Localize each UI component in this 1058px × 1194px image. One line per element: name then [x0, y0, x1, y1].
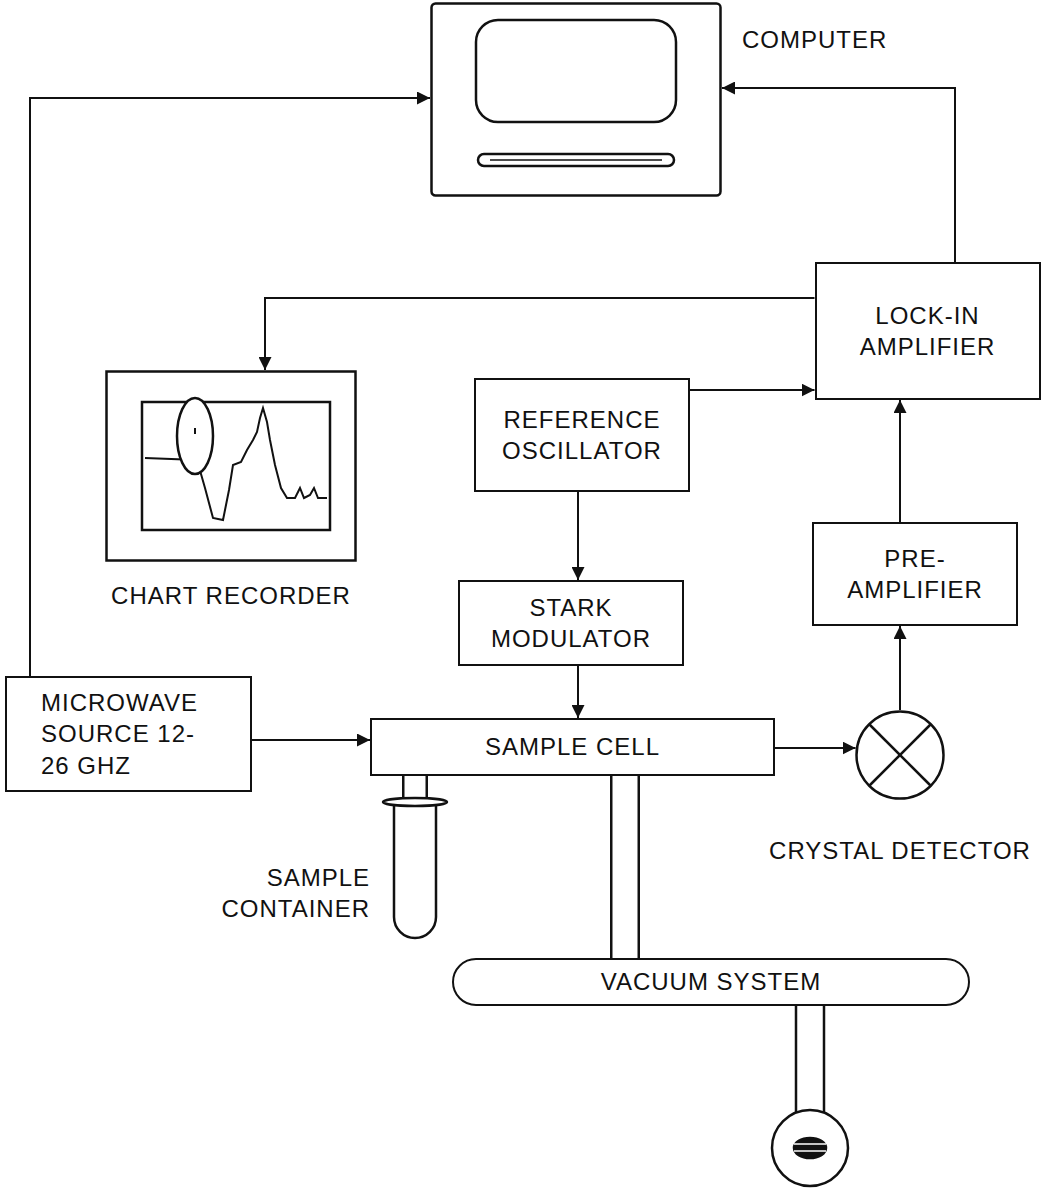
recorder-paper	[142, 402, 330, 530]
box-label: STARK MODULATOR	[471, 592, 671, 654]
recorder-outline	[105, 370, 357, 562]
detector-circle	[857, 712, 944, 799]
node-label: CHART RECORDER	[83, 580, 379, 611]
pipe-bore	[405, 776, 426, 800]
disk-slot-line	[490, 159, 662, 161]
process-box: REFERENCE OSCILLATOR	[474, 378, 690, 492]
recorder-node: CHART RECORDER	[105, 370, 357, 562]
pump-pipe	[795, 1004, 798, 1112]
monitor-node: COMPUTER	[430, 2, 722, 197]
box-label: SAMPLE CELL	[485, 731, 660, 762]
signal-arrow	[578, 492, 579, 580]
connector-line	[899, 626, 901, 710]
node-label: COMPUTER	[742, 24, 942, 55]
vacuum-pump	[772, 1004, 848, 1186]
band-node: VACUUM SYSTEM	[452, 958, 970, 1006]
signal-arrow	[578, 666, 579, 718]
circle-outline	[855, 710, 945, 800]
box-label: PRE- AMPLIFIER	[825, 543, 1005, 605]
connector-line	[30, 98, 430, 676]
signal-arrow	[265, 298, 815, 370]
pump-body	[772, 1110, 848, 1186]
test-tube	[394, 800, 436, 938]
detector-cross	[869, 724, 931, 786]
tube-outline	[390, 800, 440, 938]
pump-rotor-line	[794, 1150, 826, 1152]
signal-arrow	[775, 748, 856, 749]
connector-line	[690, 389, 815, 391]
pipe-connection	[625, 776, 626, 958]
pen-tip	[194, 428, 196, 434]
pipe-connection	[415, 776, 416, 800]
node-label: CRYSTAL DETECTOR	[750, 835, 1050, 866]
box-label: MICROWAVE SOURCE 12-26 GHZ	[41, 687, 216, 781]
process-box: PRE- AMPLIFIER	[812, 522, 1018, 626]
signal-arrow	[30, 98, 430, 676]
process-box: SAMPLE CELL	[370, 718, 775, 776]
signal-arrow	[252, 740, 370, 741]
signal-arrow	[690, 390, 815, 391]
tube-node: SAMPLE CONTAINER	[390, 800, 440, 938]
signal-arrow	[722, 88, 955, 262]
monitor-case	[432, 4, 721, 196]
connector-line	[252, 739, 370, 741]
tube-flange	[383, 798, 447, 806]
node-label: SAMPLE CONTAINER	[160, 862, 370, 924]
process-box: STARK MODULATOR	[458, 580, 684, 666]
pipe-wall	[402, 776, 428, 800]
pump-rotor	[794, 1138, 826, 1158]
monitor-outline	[430, 2, 722, 197]
circle-node: CRYSTAL DETECTOR	[855, 710, 945, 800]
connector-line	[899, 400, 901, 522]
pump-pipe	[823, 1004, 826, 1112]
pipe-bore	[613, 776, 638, 958]
monitor-screen	[476, 20, 676, 122]
connector-line	[414, 776, 416, 800]
signal-arrow	[900, 626, 901, 710]
connector-line	[577, 492, 579, 580]
pump-rotor-line	[794, 1143, 826, 1145]
detector-cross	[869, 724, 931, 786]
spectrum-trace	[145, 408, 327, 520]
process-box: LOCK-IN AMPLIFIER	[815, 262, 1041, 400]
connector-line	[577, 666, 579, 718]
process-box: MICROWAVE SOURCE 12-26 GHZ	[5, 676, 252, 792]
box-label: VACUUM SYSTEM	[601, 966, 822, 997]
box-label: LOCK-IN AMPLIFIER	[828, 300, 1028, 362]
connector-line	[775, 747, 856, 749]
recorder-pen	[177, 398, 213, 474]
recorder-case	[107, 372, 356, 561]
connector-line	[265, 298, 815, 370]
connector-line	[624, 776, 626, 958]
disk-slot	[478, 154, 674, 166]
connector-line	[722, 88, 955, 262]
box-label: REFERENCE OSCILLATOR	[487, 404, 677, 466]
signal-arrow	[900, 400, 901, 522]
pipe-wall	[610, 776, 640, 958]
